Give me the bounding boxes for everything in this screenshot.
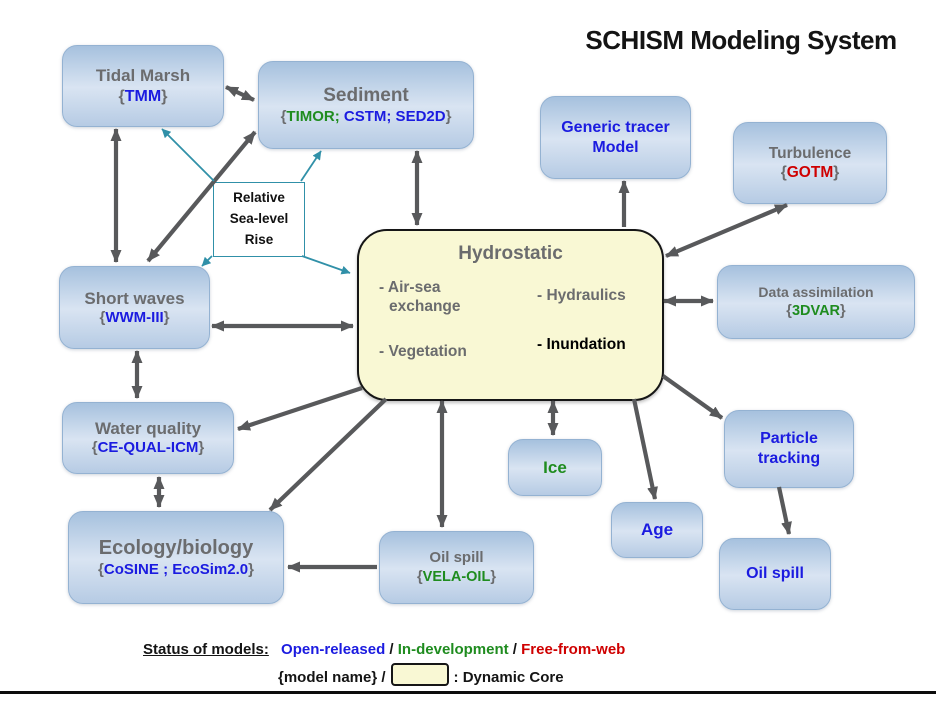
node-title: Data assimilation bbox=[758, 284, 874, 301]
node-hydrostatic-core: Hydrostatic - Air-sea exchange - Vegetat… bbox=[357, 229, 664, 401]
arrow-hydrostatic-particletracking bbox=[661, 374, 724, 420]
arrow-rslr-sediment bbox=[300, 150, 322, 182]
rslr-line2: Sea-level bbox=[229, 211, 289, 227]
core-item-vegetation: - Vegetation bbox=[379, 343, 467, 360]
node-title-line2: tracking bbox=[757, 450, 821, 467]
node-relative-sea-level-rise: Relative Sea-level Rise bbox=[213, 182, 305, 257]
model-label: {WWM-III} bbox=[99, 308, 170, 326]
arrow-hydrostatic-age bbox=[631, 398, 658, 500]
bottom-rule bbox=[0, 691, 936, 694]
node-oil-spill-vela: Oil spill {VELA-OIL} bbox=[379, 531, 534, 604]
dynamic-core-swatch bbox=[390, 663, 449, 686]
model-label: {3DVAR} bbox=[786, 302, 846, 319]
node-title: Short waves bbox=[84, 288, 185, 308]
model-label: {TMM} bbox=[118, 87, 168, 105]
node-data-assimilation: Data assimilation {3DVAR} bbox=[717, 265, 915, 339]
legend-model-name: {model name} / bbox=[278, 669, 386, 686]
arrow-hydrostatic-waterquality bbox=[237, 386, 363, 431]
node-oil-spill: Oil spill bbox=[719, 538, 831, 610]
node-title: Sediment bbox=[323, 84, 409, 106]
node-title-line1: Generic tracer bbox=[561, 118, 670, 136]
node-title: Water quality bbox=[94, 419, 202, 438]
node-title: Tidal Marsh bbox=[95, 66, 191, 86]
arrow-rslr-shortwaves bbox=[201, 255, 213, 267]
node-title: Oil spill bbox=[429, 549, 484, 567]
legend-core-line: {model name} / : Dynamic Core bbox=[278, 663, 564, 686]
legend-sep2: / bbox=[512, 641, 517, 658]
arrow-particletracking-oilspill bbox=[776, 486, 792, 535]
model-label: {TIMOR; CSTM; SED2D} bbox=[280, 107, 452, 125]
node-turbulence: Turbulence {GOTM} bbox=[733, 122, 887, 204]
model-label: {CoSINE ; EcoSim2.0} bbox=[98, 560, 254, 578]
rslr-line3: Rise bbox=[244, 231, 274, 247]
rslr-line1: Relative bbox=[233, 190, 285, 206]
legend-in-development: In-development bbox=[397, 641, 509, 658]
core-item-airsea: - Air-sea exchange bbox=[379, 279, 461, 315]
core-title: Hydrostatic bbox=[458, 243, 563, 264]
arrow-rslr-hydrostatic bbox=[301, 255, 351, 275]
node-title: Ecology/biology bbox=[98, 536, 254, 559]
model-label: {VELA-OIL} bbox=[417, 568, 496, 585]
node-ice: Ice bbox=[508, 439, 602, 496]
model-label: {GOTM} bbox=[780, 164, 840, 181]
node-generic-tracer: Generic tracer Model bbox=[540, 96, 691, 179]
arrow-rslr-tidalmarsh bbox=[161, 128, 215, 182]
node-title-line1: Particle bbox=[760, 430, 818, 447]
node-short-waves: Short waves {WWM-III} bbox=[59, 266, 210, 349]
node-title: Ice bbox=[543, 457, 567, 477]
node-title: Turbulence bbox=[768, 144, 852, 162]
node-title: Age bbox=[640, 520, 674, 540]
legend-open-released: Open-released bbox=[281, 641, 386, 658]
node-water-quality: Water quality {CE-QUAL-ICM} bbox=[62, 402, 234, 474]
node-title: Oil spill bbox=[746, 565, 804, 582]
arrow-tidalmarsh-sediment bbox=[225, 85, 255, 102]
arrow-hydrostatic-turbulence bbox=[665, 203, 788, 258]
node-sediment: Sediment {TIMOR; CSTM; SED2D} bbox=[258, 61, 474, 149]
model-label: {CE-QUAL-ICM} bbox=[91, 439, 205, 457]
node-age: Age bbox=[611, 502, 703, 558]
legend-sep1: / bbox=[389, 641, 394, 658]
legend-dynamic-core: : Dynamic Core bbox=[453, 669, 564, 686]
legend-status-line: Status of models: Open-released / In-dev… bbox=[143, 641, 625, 658]
legend-free-from-web: Free-from-web bbox=[521, 641, 626, 658]
node-ecology-biology: Ecology/biology {CoSINE ; EcoSim2.0} bbox=[68, 511, 284, 604]
core-item-inundation: - Inundation bbox=[537, 336, 626, 353]
node-tidal-marsh: Tidal Marsh {TMM} bbox=[62, 45, 224, 127]
arrow-hydrostatic-ecology bbox=[268, 397, 388, 512]
legend-heading: Status of models: bbox=[143, 641, 269, 658]
node-title-line2: Model bbox=[592, 138, 639, 156]
page-title: SCHISM Modeling System bbox=[585, 25, 897, 55]
core-item-hydraulics: - Hydraulics bbox=[537, 287, 626, 304]
node-particle-tracking: Particle tracking bbox=[724, 410, 854, 488]
